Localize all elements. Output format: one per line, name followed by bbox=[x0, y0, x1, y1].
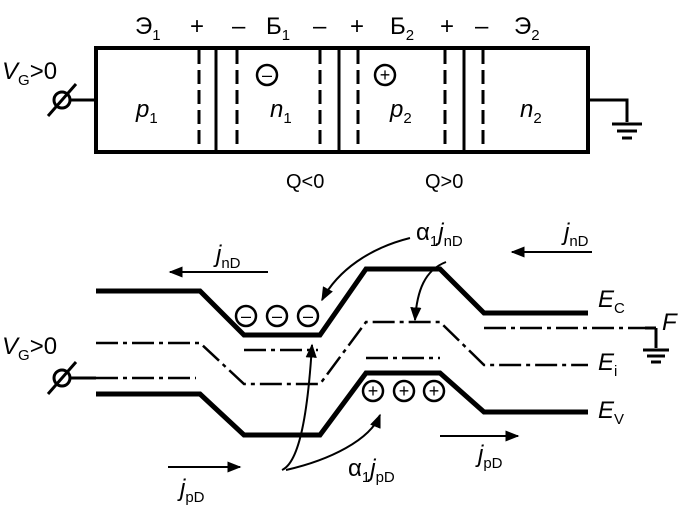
electron-injection-curve bbox=[410, 261, 447, 322]
ec-label: EC bbox=[598, 286, 625, 317]
valence-band-line bbox=[96, 370, 588, 438]
region-n2-label: n2 bbox=[520, 96, 542, 127]
intrinsic-level-line bbox=[96, 320, 588, 386]
device-structure: Э1 + – Б1 – + Б2 + – Э2 p1 n1 p2 n2 bbox=[2, 13, 642, 193]
plus-sign: + bbox=[190, 13, 204, 40]
charge-q-left-label: Q<0 bbox=[286, 171, 324, 193]
base-2-label: Б2 bbox=[390, 13, 414, 44]
minus-sign: – bbox=[313, 13, 327, 40]
alpha-jnd-label: α1jnD bbox=[416, 219, 463, 250]
svg-text:+: + bbox=[380, 65, 391, 85]
plus-sign: + bbox=[440, 13, 454, 40]
band-diagram: F EC Ei EV – – – + + + bbox=[2, 219, 678, 506]
electron-charge-icon: – bbox=[255, 63, 279, 87]
electron-icon: – bbox=[296, 304, 320, 328]
base-1-label: Б1 bbox=[266, 13, 290, 44]
svg-text:–: – bbox=[303, 306, 313, 326]
alpha-jnd-curve bbox=[321, 237, 411, 302]
ground-icon bbox=[588, 98, 642, 140]
terminal-icon bbox=[46, 83, 78, 117]
charge-q-right-label: Q>0 bbox=[425, 171, 463, 193]
jpd-right-label: jpD bbox=[475, 441, 503, 472]
emitter-1-label: Э1 bbox=[135, 13, 161, 44]
svg-text:–: – bbox=[272, 306, 282, 326]
svg-text:+: + bbox=[429, 381, 440, 401]
hole-injection-curve bbox=[281, 343, 317, 471]
minus-sign: – bbox=[475, 13, 489, 40]
fermi-level-segments bbox=[96, 326, 645, 380]
svg-text:+: + bbox=[399, 381, 410, 401]
svg-text:–: – bbox=[262, 65, 272, 85]
ei-label: Ei bbox=[598, 349, 617, 380]
junction-boundaries bbox=[197, 50, 485, 150]
gate-bias-label: VG>0 bbox=[2, 333, 57, 364]
hole-icon: + bbox=[422, 379, 446, 403]
region-p1-label: p1 bbox=[135, 96, 158, 127]
fermi-label: F bbox=[662, 309, 678, 336]
svg-text:+: + bbox=[368, 381, 379, 401]
hole-charge-icon: + bbox=[373, 63, 397, 87]
minus-sign: – bbox=[232, 13, 246, 40]
plus-sign: + bbox=[350, 13, 364, 40]
hole-icon: + bbox=[361, 379, 385, 403]
device-body bbox=[94, 46, 590, 154]
conduction-band-line bbox=[96, 266, 588, 338]
region-n1-label: n1 bbox=[270, 96, 292, 127]
electron-icon: – bbox=[234, 304, 258, 328]
jnd-right-label: jnD bbox=[561, 219, 589, 250]
alpha-jpd-curve bbox=[285, 413, 381, 471]
ground-icon bbox=[643, 326, 669, 364]
alpha-jpd-label: α1jpD bbox=[348, 455, 395, 486]
jpd-left-label: jpD bbox=[177, 475, 205, 506]
jnd-left-label: jnD bbox=[213, 241, 241, 272]
gate-bias-label: VG>0 bbox=[2, 58, 57, 89]
ev-label: EV bbox=[598, 397, 624, 428]
emitter-2-label: Э2 bbox=[514, 13, 540, 44]
region-p2-label: p2 bbox=[389, 96, 412, 127]
svg-text:–: – bbox=[241, 306, 251, 326]
hole-icon: + bbox=[392, 379, 416, 403]
terminal-icon bbox=[46, 361, 78, 395]
electron-icon: – bbox=[265, 304, 289, 328]
